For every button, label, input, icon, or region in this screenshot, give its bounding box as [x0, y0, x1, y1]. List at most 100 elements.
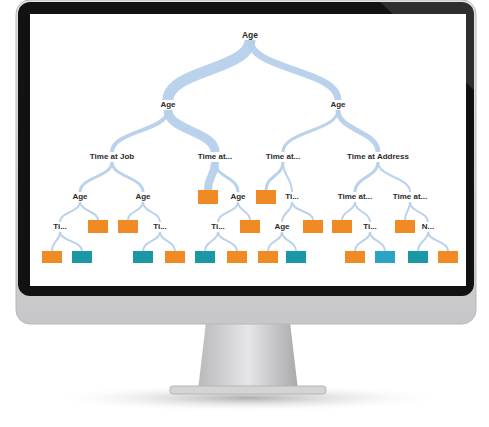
split-label: Time at... [198, 152, 233, 161]
leaf-link [208, 162, 215, 190]
split-node: N... [420, 222, 436, 232]
stand-base [170, 386, 326, 394]
split-label: Ti... [153, 222, 167, 231]
split-node: Time at... [196, 152, 235, 162]
split-label: Age [242, 30, 258, 40]
split-label: Ti... [53, 222, 67, 231]
leaf-orange [42, 251, 62, 263]
split-node: Age [133, 192, 152, 202]
leaf-link [418, 232, 428, 251]
leaf-link [205, 232, 218, 251]
leaf-teal [133, 251, 153, 263]
leaf-link [160, 232, 175, 251]
split-node: Ti... [151, 222, 169, 232]
leaf-orange [88, 220, 108, 233]
leaf-link [355, 232, 370, 251]
leaf-orange [118, 220, 138, 233]
tree-branch [112, 110, 168, 152]
leaf-link [282, 232, 296, 251]
leaf-orange [332, 220, 352, 233]
leaf-links [52, 162, 448, 251]
split-node: Ti... [361, 222, 379, 232]
split-label: Age [160, 100, 175, 109]
tree-branch [378, 162, 410, 192]
monitor-bezel [18, 2, 474, 296]
split-node: Age [158, 100, 177, 110]
split-label: Time at... [393, 192, 428, 201]
leaf-teal [375, 251, 395, 263]
split-label: Age [135, 192, 150, 201]
leaf-orange [303, 220, 323, 233]
tree-branch [282, 202, 292, 222]
tree-branch [250, 40, 338, 100]
split-label: Age [72, 192, 87, 201]
tree-branch [112, 162, 143, 192]
leaf-link [128, 202, 143, 220]
leaf-teal [72, 251, 92, 263]
split-label: N... [422, 222, 434, 231]
split-node: Time at Address [345, 152, 411, 162]
tree-branch [168, 40, 250, 100]
leaf-link [60, 232, 82, 251]
split-node: Age [240, 30, 260, 40]
tree-branch [143, 202, 160, 222]
tree-branch [80, 162, 112, 192]
screen [30, 14, 466, 286]
leaf-teal [408, 251, 428, 263]
leaf-link [405, 202, 410, 220]
leaf-link [218, 232, 237, 251]
tree-branch [60, 202, 80, 222]
split-node: Time at... [391, 192, 430, 202]
split-label: Age [330, 100, 345, 109]
split-label: Time at... [338, 192, 373, 201]
split-label: Time at Job [90, 152, 134, 161]
split-node: Time at Job [88, 152, 136, 162]
split-node: Age [272, 222, 291, 232]
tree-branch [355, 202, 370, 222]
leaf-link [238, 202, 250, 220]
leaf-link [266, 162, 283, 190]
leaf-link [292, 202, 313, 220]
tree-branch [283, 162, 292, 192]
leaf-orange [395, 220, 415, 233]
leaf-orange [165, 251, 185, 263]
leaf-link [80, 202, 98, 220]
tree-branch [218, 202, 238, 222]
leaf-teal [195, 251, 215, 263]
split-node: Ti... [209, 222, 227, 232]
split-node: Time at... [264, 152, 303, 162]
split-node: Age [70, 192, 89, 202]
base-shadow [47, 384, 447, 412]
leaf-teal [286, 251, 306, 263]
leaf-orange [240, 220, 260, 233]
monitor-body [16, 0, 476, 324]
leaf-link [370, 232, 385, 251]
screen-reflection [380, 2, 474, 90]
leaf-link [342, 202, 355, 220]
split-label: Ti... [211, 222, 225, 231]
leaf-link [143, 232, 160, 251]
split-node: Age [328, 100, 347, 110]
split-label: Time at... [266, 152, 301, 161]
split-node: Time at... [336, 192, 375, 202]
leaf-orange [227, 251, 247, 263]
leaf-orange [345, 251, 365, 263]
tree-branch [283, 110, 338, 152]
leaf-orange [256, 190, 276, 204]
split-label: Ti... [285, 192, 299, 201]
leaf-orange [438, 251, 458, 263]
leaf-link [52, 232, 60, 251]
tree-branch [338, 110, 378, 152]
split-label: Ti... [363, 222, 377, 231]
split-node: Ti... [283, 192, 301, 202]
leaf-link [268, 232, 282, 251]
split-label: Age [274, 222, 289, 231]
split-label: Age [230, 192, 245, 201]
stand-neck [198, 322, 298, 390]
tree-branch [355, 162, 378, 192]
tree-branch [215, 162, 238, 192]
split-node: Ti... [51, 222, 69, 232]
split-label: Time at Address [347, 152, 409, 161]
